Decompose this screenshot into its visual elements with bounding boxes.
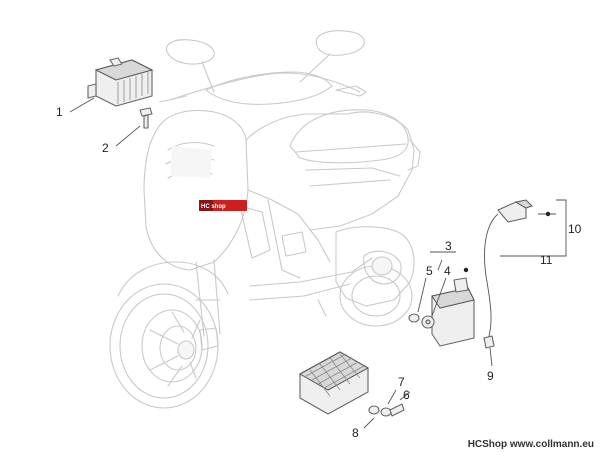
watermark-text: HC shop (201, 204, 226, 210)
callout-1: 1 (56, 105, 63, 119)
part-bolt-2 (139, 107, 153, 129)
reference-dot-10 (545, 211, 551, 217)
part-spark-cable (483, 199, 533, 349)
callout-7: 7 (398, 375, 405, 389)
scooter-outline (109, 30, 421, 409)
watermark-stamp: HC shop (199, 200, 247, 211)
callout-8: 8 (352, 426, 359, 440)
callout-10: 10 (568, 222, 582, 236)
callout-2: 2 (102, 141, 109, 155)
callout-11: 11 (540, 253, 553, 267)
leader-lines (69, 97, 567, 429)
callout-9: 9 (487, 369, 494, 383)
callout-3: 3 (445, 239, 452, 253)
part-voltage-regulator (87, 57, 154, 107)
callout-labels: 1 2 3 4 5 6 7 8 9 10 11 (56, 105, 582, 440)
reference-dot-4 (463, 267, 469, 273)
footer-credit: HCShop www.collmann.eu (467, 439, 594, 450)
callout-4: 4 (444, 264, 451, 278)
part-cdi-unit (408, 277, 475, 347)
part-rectifier-bottom (298, 351, 405, 417)
callout-5: 5 (426, 264, 433, 278)
callout-6: 6 (403, 388, 410, 402)
